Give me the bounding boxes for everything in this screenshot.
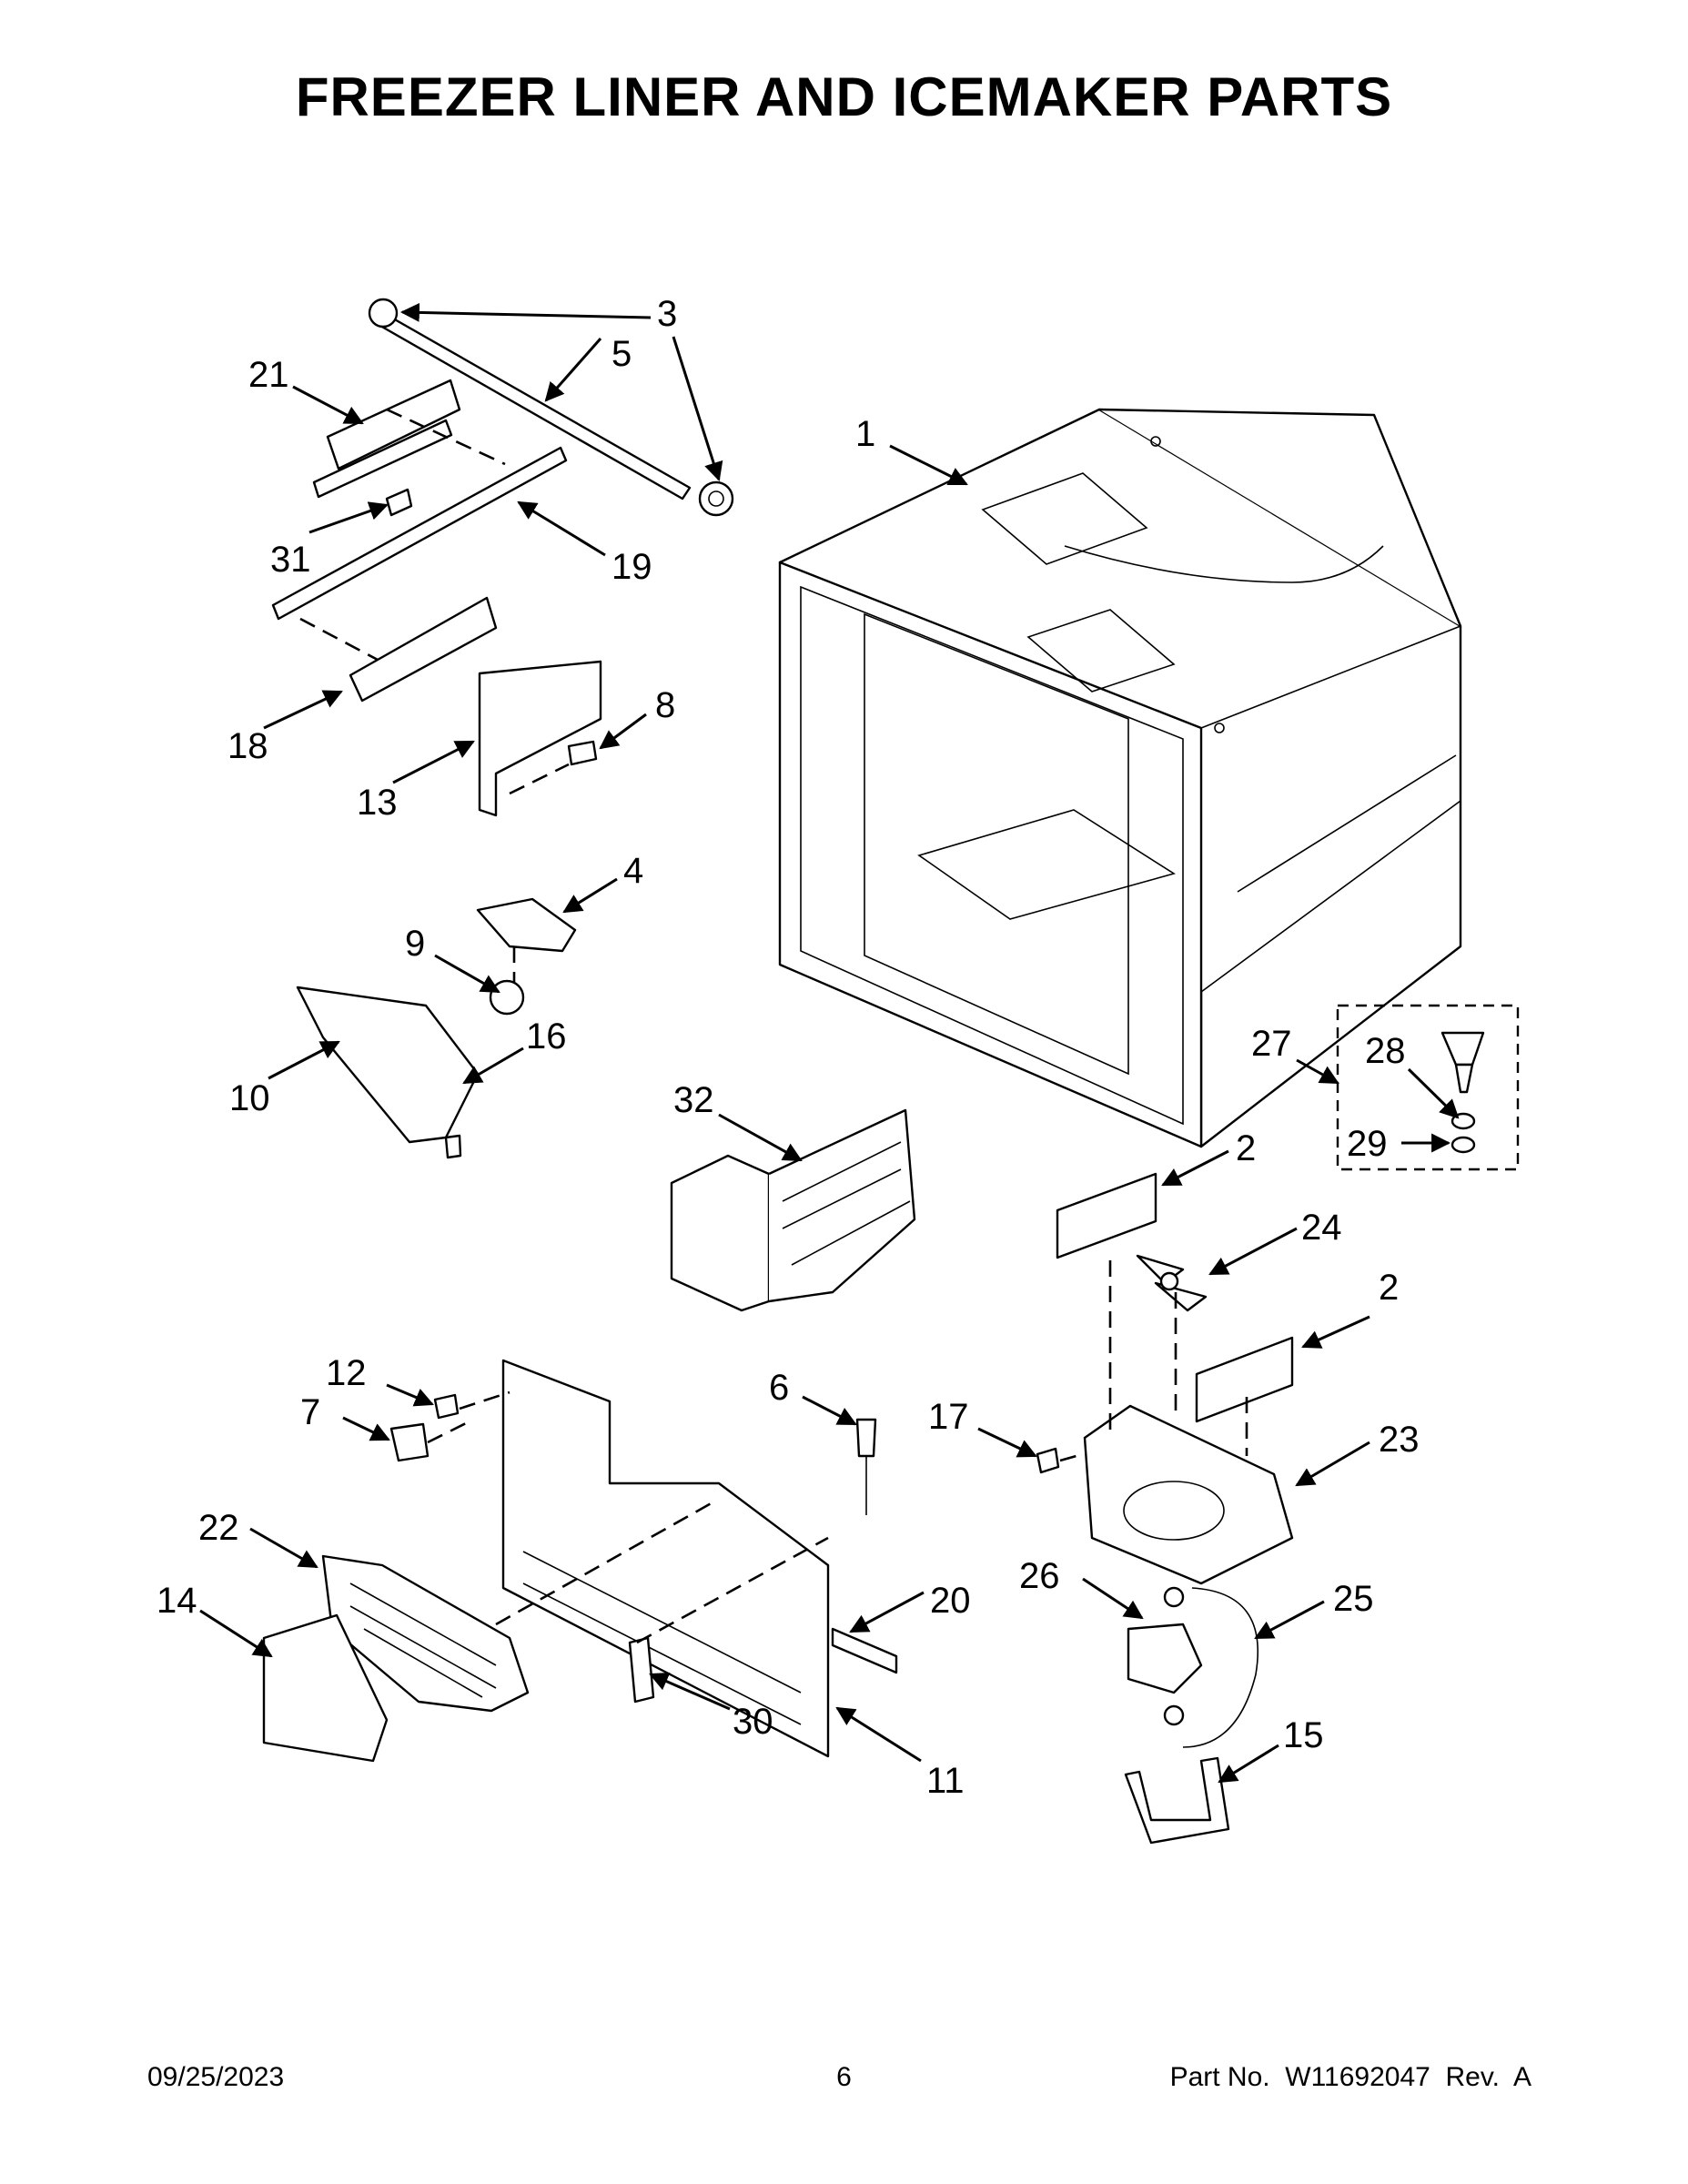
callout-29: 29	[1347, 1124, 1388, 1164]
support-bracket-13	[478, 660, 602, 817]
gasket-2b	[1195, 1336, 1294, 1423]
callout-21: 21	[248, 355, 289, 395]
callout-24: 24	[1301, 1208, 1342, 1248]
callout-26: 26	[1019, 1556, 1060, 1596]
damper-9	[489, 979, 525, 1016]
page-title: FREEZER LINER AND ICEMAKER PARTS	[295, 66, 1393, 127]
right-rail-bracket	[349, 596, 498, 703]
callout-5: 5	[612, 334, 632, 374]
filter-kit-box	[1336, 1004, 1520, 1171]
callout-2b: 2	[1379, 1268, 1399, 1308]
fan-blade-24	[1136, 1254, 1208, 1312]
screw-17	[1036, 1447, 1060, 1474]
callout-2a: 2	[1236, 1128, 1256, 1168]
fan-motor-26	[1127, 1586, 1203, 1726]
callout-7: 7	[300, 1392, 320, 1432]
callout-12: 12	[326, 1353, 367, 1393]
callout-15: 15	[1283, 1715, 1324, 1755]
callout-6: 6	[769, 1368, 789, 1408]
auger-shaft	[368, 298, 734, 517]
callout-labels: 1 2 2 3 4 5 6 7 8 9 10 11 12 13 14 15 16…	[157, 294, 1420, 1801]
wire-harness-25	[1182, 1587, 1259, 1748]
callout-16: 16	[526, 1016, 567, 1057]
callout-8: 8	[655, 685, 675, 725]
callout-23: 23	[1379, 1420, 1420, 1460]
callout-14: 14	[157, 1581, 197, 1621]
footer-page-number: 6	[836, 2062, 852, 2092]
bracket-7	[389, 1422, 430, 1462]
callout-13: 13	[357, 783, 398, 823]
filter-28	[1440, 1031, 1485, 1094]
callout-32: 32	[673, 1080, 714, 1120]
callout-17: 17	[928, 1397, 969, 1437]
callout-20: 20	[930, 1581, 971, 1621]
thermistor-6	[855, 1418, 877, 1515]
callout-22: 22	[198, 1508, 239, 1548]
callout-3: 3	[657, 294, 677, 334]
callout-28: 28	[1365, 1031, 1406, 1071]
callout-9: 9	[405, 924, 425, 964]
ice-bin-housing-10	[296, 986, 480, 1144]
icemaker-32	[670, 1108, 916, 1312]
callout-30: 30	[733, 1702, 773, 1742]
freezer-liner	[778, 408, 1462, 1148]
callout-25: 25	[1333, 1579, 1374, 1619]
screw-12	[433, 1393, 460, 1420]
motor-bracket-15	[1124, 1756, 1230, 1845]
callout-1: 1	[855, 414, 875, 454]
gasket-2a	[1056, 1172, 1157, 1259]
callout-18: 18	[227, 726, 268, 766]
leader-arrows	[199, 302, 1460, 1784]
left-rail-bracket	[312, 379, 461, 499]
screw-31	[385, 488, 413, 517]
screw-8	[567, 740, 598, 766]
evaporator-cover-11	[501, 1359, 830, 1758]
clip-30	[628, 1636, 655, 1704]
callout-19: 19	[612, 547, 652, 587]
fan-shroud-23	[1083, 1404, 1294, 1585]
duct-cover-4	[476, 897, 577, 953]
footer-date: 09/25/2023	[147, 2062, 285, 2092]
slide-rail	[271, 446, 568, 621]
callout-4: 4	[623, 851, 643, 891]
foam-strip-20	[831, 1627, 898, 1674]
bin-cover-14	[262, 1613, 389, 1763]
callout-11: 11	[926, 1761, 965, 1801]
switch-16	[444, 1134, 462, 1159]
callout-10: 10	[229, 1078, 270, 1118]
footer-part-number: Part No. W11692047 Rev. A	[1169, 2062, 1531, 2092]
assembly-lines	[299, 408, 1248, 1644]
callout-31: 31	[270, 540, 311, 580]
callout-27: 27	[1251, 1024, 1292, 1064]
ring-29	[1450, 1112, 1476, 1154]
